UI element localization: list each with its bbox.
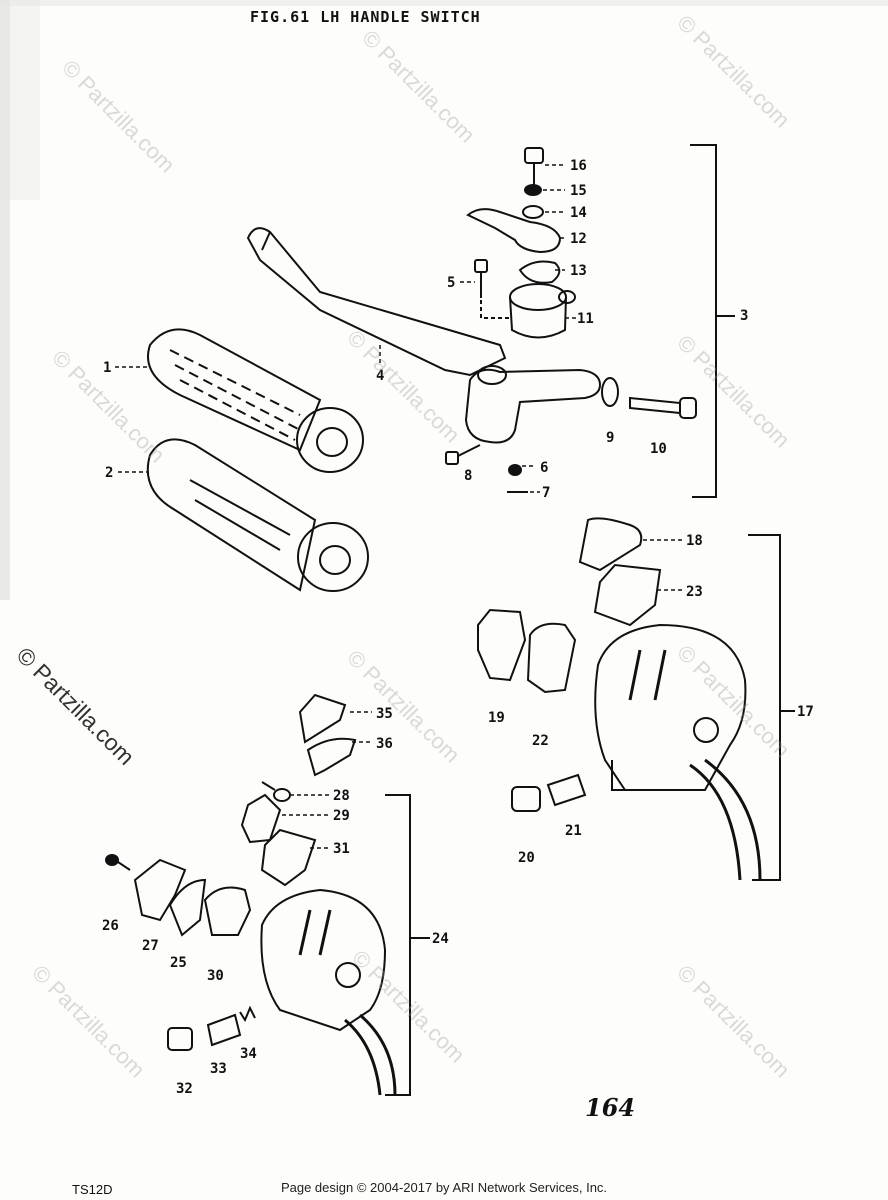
- callout-36: 36: [376, 736, 393, 752]
- page-number: 164: [585, 1093, 636, 1122]
- callout-30: 30: [207, 968, 224, 984]
- callout-24: 24: [432, 931, 449, 947]
- part-14-washer: [522, 205, 544, 219]
- part-1-grip: [147, 328, 364, 473]
- callout-20: 20: [518, 850, 535, 866]
- part-16-bolt: [524, 147, 544, 185]
- part-11-perch: [509, 283, 576, 339]
- bracket-part-3: [690, 144, 735, 498]
- callout-32: 32: [176, 1081, 193, 1097]
- part-17-switch-housing: [594, 623, 762, 881]
- callout-9: 9: [606, 430, 614, 446]
- callout-7: 7: [542, 485, 550, 501]
- callout-11: 11: [577, 311, 594, 327]
- part-31-case: [260, 828, 317, 887]
- bracket-part-24: [385, 794, 430, 1096]
- bracket-part-17: [748, 534, 795, 881]
- part-15-spring-washer: [524, 184, 542, 196]
- part-23-case: [593, 563, 662, 627]
- part-26-screw: [105, 854, 131, 871]
- part-9-washer: [601, 377, 619, 407]
- part-36-plate: [306, 737, 357, 777]
- part-27-knob: [133, 858, 187, 922]
- callout-3: 3: [740, 308, 748, 324]
- callout-35: 35: [376, 706, 393, 722]
- callout-2: 2: [105, 465, 113, 481]
- callout-21: 21: [565, 823, 582, 839]
- part-21-bulb: [546, 773, 587, 807]
- part-8-screw: [445, 444, 481, 465]
- part-20-cap: [511, 786, 541, 812]
- callout-10: 10: [650, 441, 667, 457]
- callout-16: 16: [570, 158, 587, 174]
- callout-15: 15: [570, 183, 587, 199]
- part-34-spring: [239, 1005, 256, 1023]
- lever-holder: [464, 365, 602, 444]
- part-6-nut: [508, 464, 522, 476]
- callout-29: 29: [333, 808, 350, 824]
- part-35-knob: [298, 693, 347, 744]
- callout-34: 34: [240, 1046, 257, 1062]
- callout-4: 4: [376, 368, 384, 384]
- part-30-plate: [203, 886, 252, 936]
- callout-22: 22: [532, 733, 549, 749]
- copyright-footer: Page design © 2004-2017 by ARI Network S…: [280, 1180, 608, 1195]
- callout-17: 17: [797, 704, 814, 720]
- part-22-plate: [526, 622, 577, 694]
- callout-5: 5: [447, 275, 455, 291]
- part-2-grip: [146, 438, 369, 592]
- callout-33: 33: [210, 1061, 227, 1077]
- callout-14: 14: [570, 205, 587, 221]
- part-10-bolt: [629, 396, 697, 419]
- figure-title: FIG.61 LH HANDLE SWITCH: [250, 8, 481, 26]
- leader-lines: [115, 164, 683, 849]
- callout-13: 13: [570, 263, 587, 279]
- callout-23: 23: [686, 584, 703, 600]
- callout-6: 6: [540, 460, 548, 476]
- part-19-knob: [477, 608, 527, 682]
- callout-26: 26: [102, 918, 119, 934]
- part-28-screw: [261, 781, 291, 802]
- scan-noise: [0, 0, 888, 600]
- callout-19: 19: [488, 710, 505, 726]
- callout-28: 28: [333, 788, 350, 804]
- part-18-knob: [578, 517, 643, 572]
- part-25-plate: [168, 878, 207, 937]
- callout-25: 25: [170, 955, 187, 971]
- part-33-bulb: [206, 1013, 242, 1047]
- part-32-cap: [167, 1027, 193, 1051]
- callout-1: 1: [103, 360, 111, 376]
- part-24-switch-housing: [260, 888, 397, 1096]
- callout-12: 12: [570, 231, 587, 247]
- part-13-gasket: [518, 260, 561, 284]
- model-code: TS12D: [72, 1182, 113, 1197]
- callout-31: 31: [333, 841, 350, 857]
- callout-27: 27: [142, 938, 159, 954]
- part-5-screw: [474, 259, 510, 319]
- callout-labels: 1 2 3 4 5 6 7 8 9 10 11 12 13 14 15 16 1…: [102, 158, 814, 1097]
- part-12-choke-lever: [466, 208, 562, 254]
- part-4-lever: [246, 227, 507, 377]
- callout-8: 8: [464, 468, 472, 484]
- callout-18: 18: [686, 533, 703, 549]
